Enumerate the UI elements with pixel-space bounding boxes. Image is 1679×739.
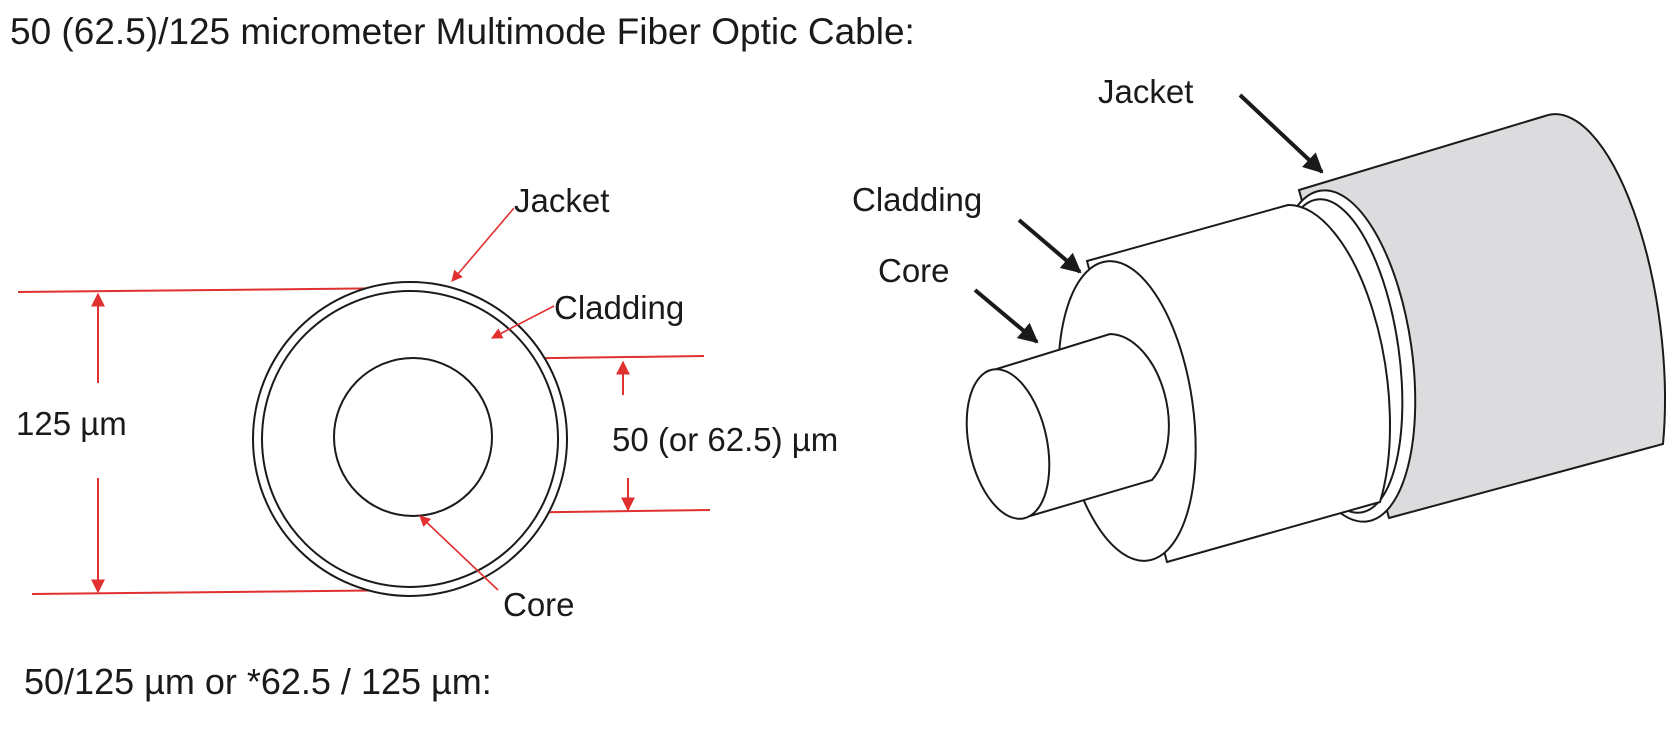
core-circle (333, 357, 493, 517)
iso-cladding-label: Cladding (852, 181, 982, 218)
cladding-label: Cladding (554, 289, 684, 326)
core-leader (419, 515, 499, 591)
cladding-leader (491, 305, 555, 339)
iso-core-label: Core (878, 252, 950, 289)
core-label: Core (503, 586, 575, 623)
iso-cladding-arrow (1017, 218, 1082, 274)
isometric-labels: Jacket Cladding Core (852, 73, 1324, 344)
outer-top-ref-line (17, 287, 411, 293)
jacket-label: Jacket (514, 182, 609, 219)
isometric-cable (965, 113, 1666, 564)
page-title: 50 (62.5)/125 micrometer Multimode Fiber… (10, 11, 915, 52)
outer-bottom-ref-line (31, 589, 419, 595)
iso-core-arrow (973, 288, 1039, 344)
iso-jacket-label: Jacket (1098, 73, 1193, 110)
core-diameter-label: 50 (or 62.5) µm (612, 421, 838, 458)
cross-section: 125 µm 50 (or 62.5) µm Jacket Cladding C… (16, 182, 838, 623)
outer-diameter-label: 125 µm (16, 405, 127, 442)
fiber-size-caption: 50/125 µm or *62.5 / 125 µm: (24, 661, 492, 702)
core-front-ellipse (965, 368, 1051, 520)
iso-jacket-arrow (1238, 93, 1324, 174)
jacket-leader (451, 207, 515, 282)
